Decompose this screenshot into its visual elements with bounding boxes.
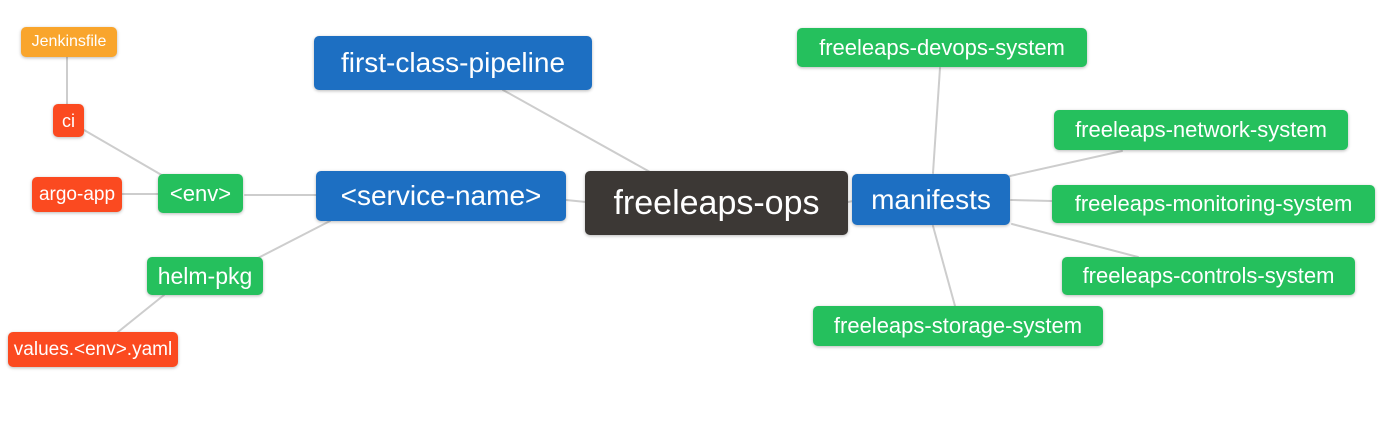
- node-freeleaps-monitoring-system[interactable]: freeleaps-monitoring-system: [1052, 185, 1375, 223]
- node-service-name[interactable]: <service-name>: [316, 171, 566, 221]
- node-helm-pkg[interactable]: helm-pkg: [147, 257, 263, 295]
- node-freeleaps-storage-system[interactable]: freeleaps-storage-system: [813, 306, 1103, 346]
- edge-ci-to-env: [83, 129, 166, 178]
- edge-manifests-to-freeleaps-devops-system: [932, 67, 941, 174]
- node-argo-app[interactable]: argo-app: [32, 177, 122, 212]
- node-freeleaps-ops[interactable]: freeleaps-ops: [585, 171, 848, 235]
- node-label: argo-app: [38, 184, 116, 205]
- edge-service-name-to-freeleaps-ops: [565, 199, 587, 203]
- node-label: first-class-pipeline: [340, 47, 566, 78]
- node-freeleaps-controls-system[interactable]: freeleaps-controls-system: [1062, 257, 1355, 295]
- edge-first-class-pipeline-to-freeleaps-ops: [502, 89, 651, 173]
- node-jenkinsfile[interactable]: Jenkinsfile: [21, 27, 117, 57]
- edge-manifests-to-freeleaps-network-system: [1009, 150, 1123, 177]
- node-values-env-yaml[interactable]: values.<env>.yaml: [8, 332, 178, 367]
- node-label: <service-name>: [340, 180, 542, 211]
- node-label: helm-pkg: [157, 262, 253, 289]
- node-label: ci: [62, 110, 75, 131]
- edge-service-name-to-helm-pkg: [257, 220, 331, 259]
- edge-helm-pkg-to-values-env-yaml: [117, 294, 165, 333]
- node-manifests[interactable]: manifests: [852, 174, 1010, 225]
- node-label: manifests: [871, 183, 991, 215]
- node-label: freeleaps-ops: [613, 184, 820, 222]
- node-first-class-pipeline[interactable]: first-class-pipeline: [314, 36, 592, 90]
- node-freeleaps-devops-system[interactable]: freeleaps-devops-system: [797, 28, 1087, 67]
- edge-manifests-to-freeleaps-controls-system: [1011, 223, 1139, 258]
- node-label: freeleaps-controls-system: [1082, 263, 1335, 288]
- node-label: freeleaps-network-system: [1075, 117, 1327, 142]
- node-label: freeleaps-devops-system: [819, 34, 1065, 60]
- edge-manifests-to-freeleaps-storage-system: [932, 225, 956, 307]
- node-freeleaps-network-system[interactable]: freeleaps-network-system: [1054, 110, 1348, 150]
- node-label: freeleaps-storage-system: [833, 313, 1083, 338]
- node-label: Jenkinsfile: [31, 33, 107, 50]
- node-label: freeleaps-monitoring-system: [1074, 191, 1353, 216]
- node-env[interactable]: <env>: [158, 174, 243, 213]
- node-label: <env>: [169, 180, 232, 206]
- node-ci[interactable]: ci: [53, 104, 84, 137]
- node-label: values.<env>.yaml: [13, 339, 173, 360]
- edge-manifests-to-freeleaps-monitoring-system: [1010, 199, 1053, 202]
